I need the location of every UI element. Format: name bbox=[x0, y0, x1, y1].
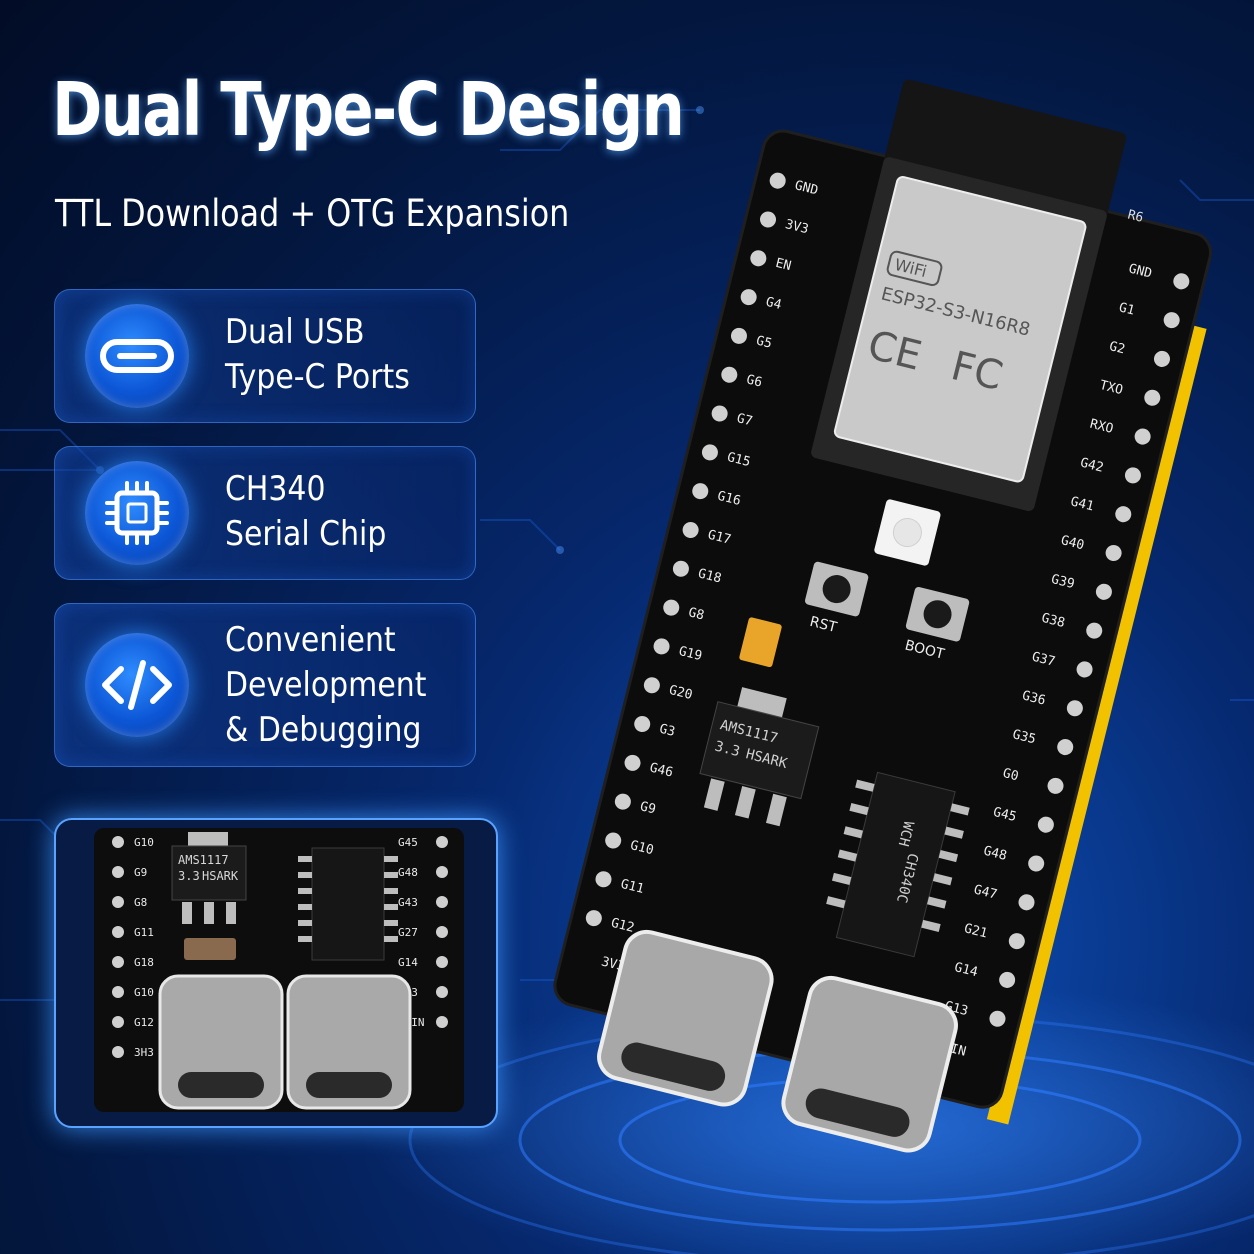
pin-label: G18 bbox=[696, 566, 722, 586]
inset-usb-c-port-right bbox=[286, 974, 412, 1110]
usb-c-port-ttl[interactable] bbox=[594, 927, 776, 1109]
pin-label: G7 bbox=[735, 411, 754, 429]
feature-card-dev: Convenient Development & Debugging bbox=[54, 603, 476, 767]
pin-label: G12 bbox=[609, 916, 635, 936]
pin-label: G14 bbox=[953, 960, 980, 980]
subheadline: TTL Download + OTG Expansion bbox=[55, 192, 570, 235]
headline: Dual Type-C Design bbox=[52, 67, 685, 153]
inset-pin-label: G45 bbox=[398, 836, 418, 849]
pin-label: G0 bbox=[1001, 766, 1020, 784]
pin-label: G45 bbox=[992, 805, 1018, 825]
inset-pin-label: G18 bbox=[134, 956, 154, 969]
pin-label: G16 bbox=[716, 489, 742, 509]
pin-label: G38 bbox=[1040, 611, 1066, 631]
feature-line: Development bbox=[225, 665, 427, 705]
boot-button[interactable]: BOOT bbox=[899, 586, 970, 666]
ch340-logo: WCH bbox=[895, 819, 917, 847]
inset-pin-label: G14 bbox=[398, 956, 418, 969]
pin-label: G1 bbox=[1117, 300, 1136, 318]
pin-label: G20 bbox=[667, 683, 693, 703]
pin-label: G15 bbox=[725, 450, 751, 470]
feature-line: CH340 bbox=[225, 469, 326, 509]
usb-c-port-otg[interactable] bbox=[779, 973, 961, 1155]
pin-label: G47 bbox=[972, 882, 998, 902]
pin-label: G37 bbox=[1030, 650, 1056, 670]
feature-text: CH340 Serial Chip bbox=[225, 467, 386, 557]
pin-label: G40 bbox=[1059, 533, 1085, 553]
inset-regulator-label: HSARK bbox=[202, 869, 239, 883]
pin-label: G39 bbox=[1050, 572, 1076, 592]
pin-label: G6 bbox=[745, 372, 764, 390]
pin-label: G21 bbox=[962, 921, 988, 941]
feature-line: Serial Chip bbox=[225, 514, 387, 554]
pin-label: G5 bbox=[755, 333, 774, 351]
inset-pin-label: G9 bbox=[134, 866, 147, 879]
feature-card-chip: CH340 Serial Chip bbox=[54, 446, 476, 580]
inset-pin-label: G8 bbox=[134, 896, 147, 909]
pin-label: G8 bbox=[687, 605, 706, 623]
inset-pin-label: G10 bbox=[134, 986, 154, 999]
feature-line: Dual USB bbox=[225, 312, 365, 352]
inset-usb-c-port-left bbox=[158, 974, 284, 1110]
feature-card-usb: Dual USB Type-C Ports bbox=[54, 289, 476, 423]
chip-icon bbox=[85, 461, 189, 565]
left-pin-holes bbox=[585, 172, 786, 927]
rst-button[interactable]: RST bbox=[798, 561, 869, 641]
code-icon bbox=[85, 633, 189, 737]
pin-label: 3V3 bbox=[784, 217, 810, 237]
pin-label: G4 bbox=[764, 295, 783, 313]
pin-label: G41 bbox=[1069, 494, 1095, 514]
rst-label: RST bbox=[808, 614, 839, 636]
right-pin-holes bbox=[989, 273, 1190, 1027]
pin-label: G3 bbox=[658, 722, 677, 740]
pin-label: G17 bbox=[706, 528, 732, 548]
feature-line: Convenient bbox=[225, 620, 396, 660]
regulator-label: 3.3 bbox=[713, 739, 741, 761]
antenna-label: R6 bbox=[1126, 208, 1145, 226]
closeup-inset: G10 G9 G8 G11 G18 G10 G12 3H3 G45 G48 G4… bbox=[54, 818, 498, 1128]
usb-c-icon bbox=[85, 304, 189, 408]
pin-label: TXO bbox=[1098, 378, 1125, 398]
inset-pin-label: G10 bbox=[134, 836, 154, 849]
pin-label: GND bbox=[1127, 261, 1154, 281]
pin-label: EN bbox=[774, 256, 793, 274]
pin-label: G46 bbox=[648, 760, 674, 780]
inset-pin-label: 3H3 bbox=[134, 1046, 154, 1059]
inset-pin-label: G48 bbox=[398, 866, 418, 879]
feature-line: & Debugging bbox=[225, 710, 422, 750]
inset-pin-label: G27 bbox=[398, 926, 418, 939]
inset-left-pin-holes bbox=[112, 836, 124, 1058]
esp32-s3-board: WiFi ESP32-S3-N16R8 CE FC bbox=[540, 70, 1240, 1254]
pin-label: G36 bbox=[1021, 688, 1047, 708]
closeup-board-image: G10 G9 G8 G11 G18 G10 G12 3H3 G45 G48 G4… bbox=[94, 828, 464, 1112]
inset-regulator-label: AMS1117 bbox=[178, 853, 229, 867]
feature-line: Type-C Ports bbox=[225, 357, 410, 397]
pin-label: G48 bbox=[982, 844, 1008, 864]
inset-pin-label: G12 bbox=[134, 1016, 154, 1029]
pin-label: G42 bbox=[1079, 456, 1105, 476]
inset-pin-label: G11 bbox=[134, 926, 154, 939]
pin-label: G10 bbox=[629, 838, 655, 858]
pin-label: GND bbox=[793, 178, 820, 198]
pin-label: G11 bbox=[619, 877, 645, 897]
inset-regulator-label: 3.3 bbox=[178, 869, 200, 883]
pin-label: G9 bbox=[638, 799, 657, 817]
pin-label: G2 bbox=[1108, 339, 1127, 357]
feature-text: Dual USB Type-C Ports bbox=[225, 310, 410, 400]
feature-text: Convenient Development & Debugging bbox=[225, 618, 426, 753]
inset-pin-label: G43 bbox=[398, 896, 418, 909]
pin-label: G19 bbox=[677, 644, 703, 664]
pin-label: RXO bbox=[1088, 417, 1115, 437]
pin-label: G35 bbox=[1011, 727, 1037, 747]
